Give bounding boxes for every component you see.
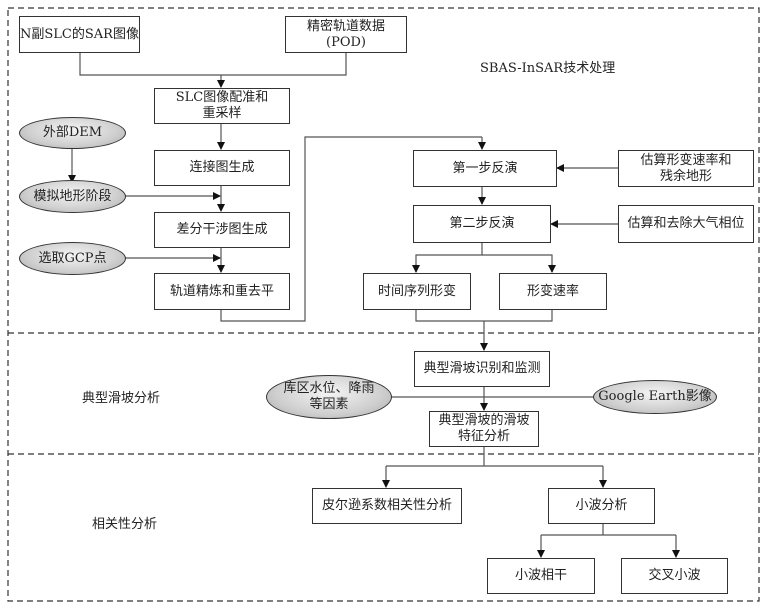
edge-second-split (415, 242, 483, 272)
outer-frame (7, 7, 760, 602)
edge-sar-merge (79, 52, 347, 76)
node-estimate-atmo: 估算和去除大气相位 (618, 205, 754, 243)
node-first-inversion: 第一步反演 (413, 150, 557, 187)
node-connection-graph: 连接图生成 (154, 150, 290, 186)
node-feature-analysis: 典型滑坡的滑坡 特征分析 (429, 411, 539, 447)
edge-merge-bottom (415, 309, 553, 322)
section-label-sbas: SBAS-InSAR技术处理 (480, 61, 616, 76)
node-google-earth: Google Earth影像 (593, 380, 717, 414)
edge-wavelet-split (541, 523, 676, 536)
edge-second-split-r (482, 254, 553, 272)
section-label-landslide: 典型滑坡分析 (82, 391, 161, 406)
node-sar-images: N副SLC的SAR图像 (19, 16, 140, 53)
section-label-correlation: 相关性分析 (92, 517, 158, 532)
node-identify-monitor: 典型滑坡识别和监测 (414, 351, 550, 387)
node-pearson: 皮尔逊系数相关性分析 (312, 488, 462, 524)
node-external-dem: 外部DEM (19, 117, 126, 149)
node-time-series: 时间序列形变 (363, 273, 471, 310)
node-wavelet: 小波分析 (548, 488, 655, 524)
node-pod: 精密轨道数据 (POD) (285, 16, 407, 53)
node-cross-wavelet: 交叉小波 (621, 558, 728, 594)
node-deform-rate: 形变速率 (499, 273, 607, 310)
node-estimate-rate: 估算形变速率和 残余地形 (618, 150, 754, 187)
node-wavelet-coherence: 小波相干 (487, 558, 595, 594)
node-orbit-refinement: 轨道精炼和重去平 (154, 273, 290, 310)
node-select-gcp: 选取GCP点 (19, 242, 126, 275)
node-coregistration: SLC图像配准和 重采样 (154, 88, 290, 124)
node-diff-interferogram: 差分干涉图生成 (154, 212, 290, 248)
node-simulated-terrain: 模拟地形阶段 (19, 180, 126, 213)
edge-orbit-first (220, 136, 482, 322)
node-factors: 库区水位、降雨 等因素 (266, 375, 392, 419)
node-second-inversion: 第二步反演 (413, 205, 551, 243)
